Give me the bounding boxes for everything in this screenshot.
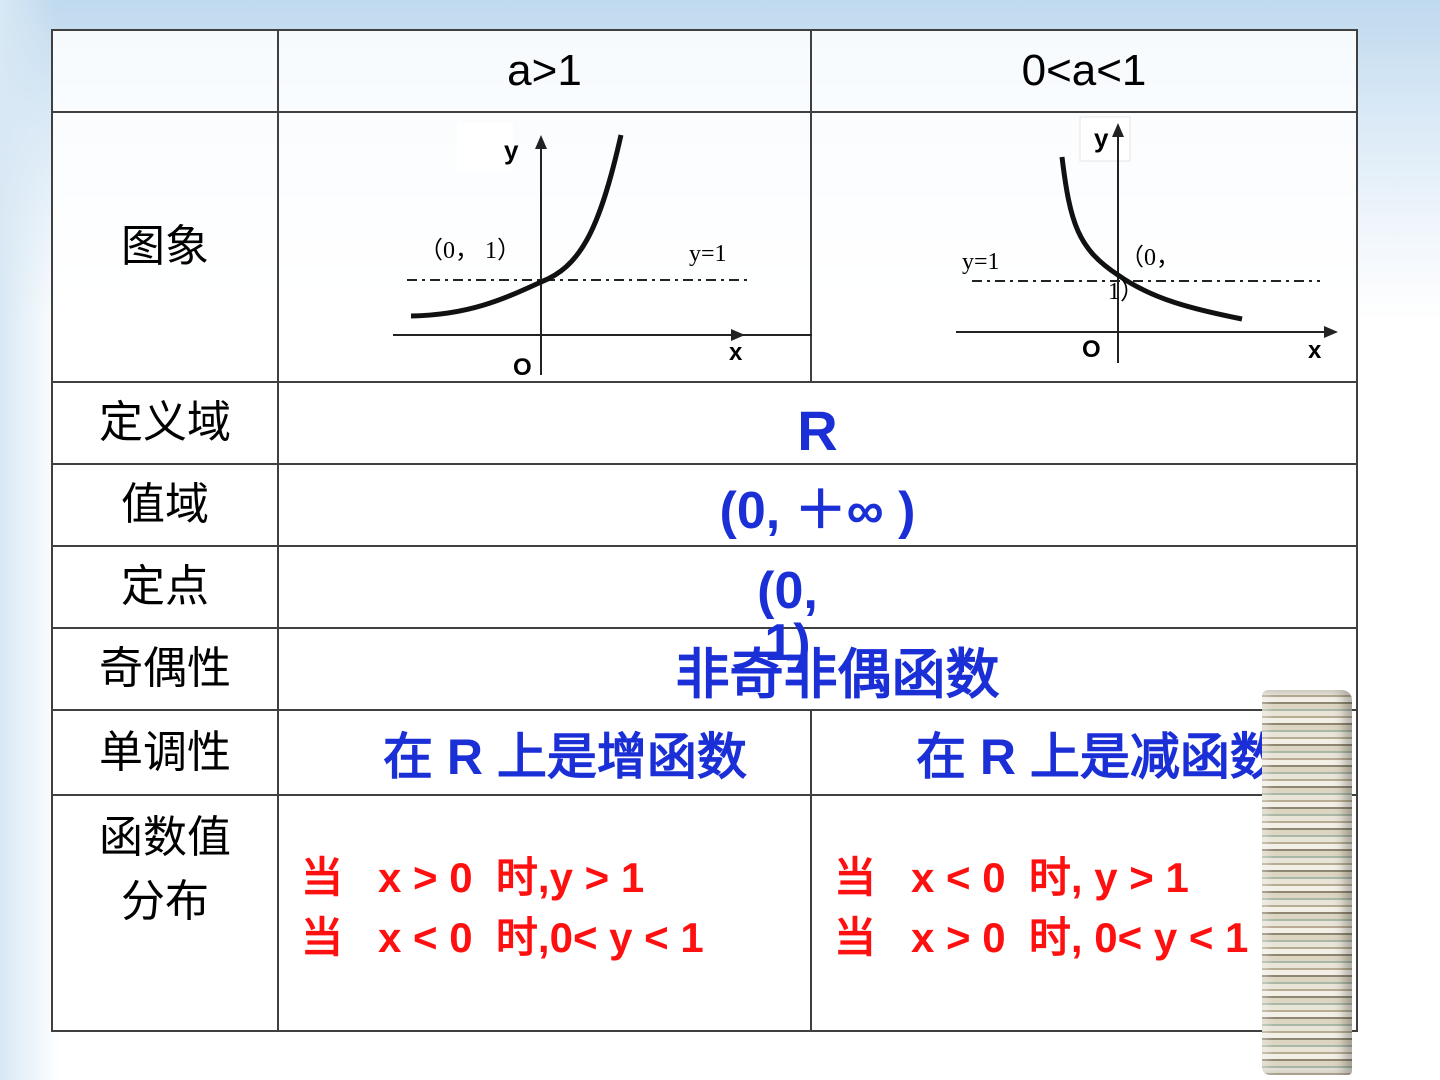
header-a-between-0-1: 0<a<1	[810, 29, 1358, 113]
asymptote-label: y=1	[689, 241, 727, 267]
y-axis-arrow	[1112, 123, 1124, 137]
monotonic-decreasing-value: 在 R 上是减函数	[916, 728, 1280, 785]
domain-label: 定义域	[51, 381, 279, 465]
y-axis-label: y	[504, 135, 519, 165]
increasing-exponential-graph: y x O （0， 1） y=1	[393, 123, 812, 381]
y-label-box	[457, 123, 513, 171]
parity-row: 奇偶性 非奇非偶函数	[51, 627, 1358, 711]
point-label-line1: （0，	[1120, 245, 1180, 271]
exponential-function-properties-table: a>1 0<a<1 图象 y x O （0， 1） y=1	[51, 29, 1358, 1032]
distribution-increasing-text: 当 x > 0 时,y > 1 当 x < 0 时,0< y < 1	[279, 848, 810, 968]
sky-side-background	[0, 0, 60, 1080]
distribution-increasing-line1: 当 x > 0 时,y > 1	[301, 854, 645, 901]
header-empty-cell	[51, 29, 279, 113]
fixed-point-row: 定点 (0, 1)	[51, 545, 1358, 669]
monotonic-increasing-value: 在 R 上是增函数	[383, 728, 747, 785]
graph-increasing-cell: y x O （0， 1） y=1	[277, 111, 812, 383]
value-distribution-label: 函数值 分布	[51, 794, 279, 1032]
graph-row-label: 图象	[51, 111, 279, 383]
value-distribution-label-line1: 函数值	[99, 812, 231, 863]
value-distribution-row: 函数值 分布 当 x > 0 时,y > 1 当 x < 0 时,0< y < …	[51, 794, 1358, 1032]
point-label-line2: 1）	[1108, 279, 1144, 305]
fixed-point-value-cell: (0, 1)	[277, 545, 1358, 669]
domain-row: 定义域 R	[51, 381, 1358, 465]
range-value-cell: (0, ＋∞ )	[277, 463, 1358, 547]
book-stack-decoration	[1262, 690, 1352, 1075]
monotonicity-label: 单调性	[51, 709, 279, 796]
parity-label: 奇偶性	[51, 627, 279, 711]
x-axis-arrow	[731, 329, 745, 341]
distribution-decreasing-text: 当 x < 0 时, y > 1 当 x > 0 时, 0< y < 1	[812, 848, 1356, 968]
header-row: a>1 0<a<1	[51, 29, 1358, 113]
distribution-decreasing-line2: 当 x > 0 时, 0< y < 1	[834, 914, 1249, 961]
y-axis-label: y	[1094, 123, 1109, 153]
header-a-greater-1: a>1	[277, 29, 812, 113]
origin-label: O	[1082, 336, 1101, 363]
fixed-point-label: 定点	[51, 545, 279, 629]
monotonicity-row: 单调性 在 R 上是增函数 在 R 上是减函数	[51, 709, 1358, 796]
origin-label: O	[513, 354, 532, 381]
distribution-decreasing-line1: 当 x < 0 时, y > 1	[834, 854, 1189, 901]
graph-row: 图象 y x O （0， 1） y=1	[51, 111, 1358, 383]
fixed-point-line1: (0,	[757, 562, 818, 620]
fixed-point-value: (0, 1)	[219, 547, 1356, 669]
value-distribution-label-line2: 分布	[121, 876, 209, 927]
point-label: （0， 1）	[419, 238, 521, 264]
range-label: 值域	[51, 463, 279, 547]
parity-value-cell: 非奇非偶函数	[277, 627, 1358, 711]
range-row: 值域 (0, ＋∞ )	[51, 463, 1358, 547]
graph-decreasing-cell: y x O （0， 1） y=1	[810, 111, 1358, 383]
distribution-increasing-cell: 当 x > 0 时,y > 1 当 x < 0 时,0< y < 1	[277, 794, 812, 1032]
monotonic-increasing-cell: 在 R 上是增函数	[277, 709, 812, 796]
x-axis-label: x	[1308, 337, 1322, 364]
x-axis-arrow	[1324, 326, 1338, 338]
decreasing-exponential-graph: y x O （0， 1） y=1	[956, 116, 1338, 364]
domain-value: R	[797, 398, 838, 462]
parity-value: 非奇非偶函数	[675, 644, 1000, 705]
range-value: (0, ＋∞ )	[719, 481, 916, 540]
y-axis-arrow	[535, 135, 547, 149]
asymptote-label: y=1	[962, 249, 1000, 275]
y-label-box	[1079, 116, 1131, 162]
decreasing-curve	[1059, 156, 1243, 322]
x-axis-label: x	[729, 339, 743, 366]
domain-value-cell: R	[277, 381, 1358, 465]
fixed-point-line2: 1)	[764, 614, 811, 672]
increasing-curve	[410, 134, 624, 319]
distribution-increasing-line2: 当 x < 0 时,0< y < 1	[301, 914, 704, 961]
